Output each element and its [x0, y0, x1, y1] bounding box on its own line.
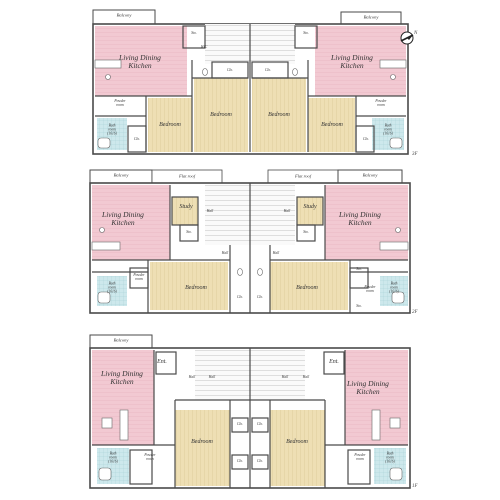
bedroom-1f-left-label: Bedroom — [191, 438, 213, 445]
floor-1f-label: 1F — [412, 484, 418, 489]
ldk-1f-right-label: Living Dining Kitchen — [347, 379, 389, 396]
storage-2f-d-label: Sto. — [356, 304, 362, 309]
bedroom-3f-b-label: Bedroom — [210, 111, 232, 118]
balcony-2f-right-label: Balcony — [362, 172, 378, 178]
powder-3f-left-label: Powder room — [114, 99, 126, 107]
storage-2f-b-label: Sto. — [303, 230, 309, 235]
closet-1f-b-label: Clo. — [256, 422, 264, 427]
bedroom-2f-right — [270, 262, 348, 310]
closet-2f-b-label: Clo. — [256, 295, 264, 300]
bedroom-2f-left — [150, 262, 228, 310]
floor-2f — [89, 169, 411, 314]
floor-3f-label: 3F — [412, 152, 418, 157]
entrance-1f-right-label: Ent. — [329, 358, 339, 365]
floor-1f — [89, 334, 411, 489]
study-2f-left-label: Study — [179, 203, 193, 210]
bedroom-2f-left-label: Bedroom — [185, 284, 207, 291]
bath-3f-right-label: Bath room (1616) — [383, 123, 393, 135]
bath-2f-right-label: Bath room (1616) — [389, 281, 399, 293]
bedroom-3f-d-label: Bedroom — [321, 121, 343, 128]
bedroom-1f-right — [270, 410, 325, 486]
powder-2f-right-label: Powder room — [364, 285, 376, 293]
study-2f-left — [172, 197, 198, 225]
study-2f-right-label: Study — [303, 203, 317, 210]
balcony-2f-left-label: Balcony — [113, 172, 129, 178]
bath-1f-right-label: Bath room (1616) — [385, 451, 395, 463]
powder-1f-right-label: Powder room — [354, 453, 366, 461]
bath-1f-left-label: Bath room (1616) — [108, 451, 118, 463]
ldk-3f-right-label: Living Dining Kitchen — [331, 53, 373, 70]
bedroom-3f-c-label: Bedroom — [268, 111, 290, 118]
storage-2f-c-label: Sto. — [356, 267, 362, 272]
bedroom-2f-right-label: Bedroom — [296, 284, 318, 291]
ldk-1f-left-label: Living Dining Kitchen — [101, 369, 143, 386]
hall-1f-b-label: Hall — [208, 375, 216, 380]
closet-1f-a-label: Clo. — [236, 422, 244, 427]
flat-roof-2f-right-label: Flat roof — [295, 173, 311, 179]
storage-3f-a-label: Sto. — [191, 31, 197, 36]
bath-3f-left-label: Bath room (1616) — [107, 123, 117, 135]
closet-1f-c-label: Clo. — [236, 459, 244, 464]
flat-roof-2f-left-label: Flat roof — [179, 173, 195, 179]
balcony-3f-left-label: Balcony — [116, 12, 132, 18]
hall-2f-b-label: Hall — [283, 209, 291, 214]
powder-3f-right-label: Powder room — [375, 99, 387, 107]
floor-3f — [92, 9, 409, 155]
bedroom-3f-b — [194, 78, 248, 152]
bedroom-1f-left — [175, 410, 230, 486]
hall-2f-d-label: Hall — [272, 251, 280, 256]
ldk-3f-left-label: Living Dining Kitchen — [119, 53, 161, 70]
bath-2f-left-label: Bath room (1616) — [107, 281, 117, 293]
powder-1f-left-label: Powder room — [144, 453, 156, 461]
hall-2f-c-label: Hall — [221, 251, 229, 256]
closet-3f-d-label: Clo. — [362, 137, 370, 142]
bedroom-3f-c — [252, 78, 306, 152]
compass-icon: N — [399, 28, 419, 48]
hall-1f-c-label: Hall — [281, 375, 289, 380]
hall-1f-d-label: Hall — [302, 375, 310, 380]
entrance-1f-left-label: Ent. — [157, 358, 167, 365]
study-2f-right — [297, 197, 323, 225]
closet-3f-a-label: Clo. — [226, 68, 234, 73]
ldk-2f-left-label: Living Dining Kitchen — [102, 210, 144, 227]
closet-3f-c-label: Clo. — [133, 137, 141, 142]
bedroom-3f-d — [308, 98, 355, 152]
hall-2f-a-label: Hall — [206, 209, 214, 214]
closet-1f-d-label: Clo. — [256, 459, 264, 464]
closet-2f-a-label: Clo. — [236, 295, 244, 300]
floor-2f-label: 2F — [412, 310, 418, 315]
balcony-1f-left-label: Balcony — [113, 337, 129, 343]
powder-2f-left-label: Powder room — [133, 273, 145, 281]
compass-north-label: N — [414, 31, 418, 36]
balcony-3f-right-label: Balcony — [363, 14, 379, 20]
closet-3f-b-label: Clo. — [264, 68, 272, 73]
bedroom-3f-a-label: Bedroom — [159, 121, 181, 128]
hall-1f-a-label: Hall — [188, 375, 196, 380]
storage-3f-b-label: Sto. — [303, 31, 309, 36]
ldk-2f-right-label: Living Dining Kitchen — [339, 210, 381, 227]
wic-3f-label: WIC — [200, 45, 208, 50]
bedroom-1f-right-label: Bedroom — [286, 438, 308, 445]
bedroom-3f-a — [148, 98, 192, 152]
storage-2f-a-label: Sto. — [186, 230, 192, 235]
